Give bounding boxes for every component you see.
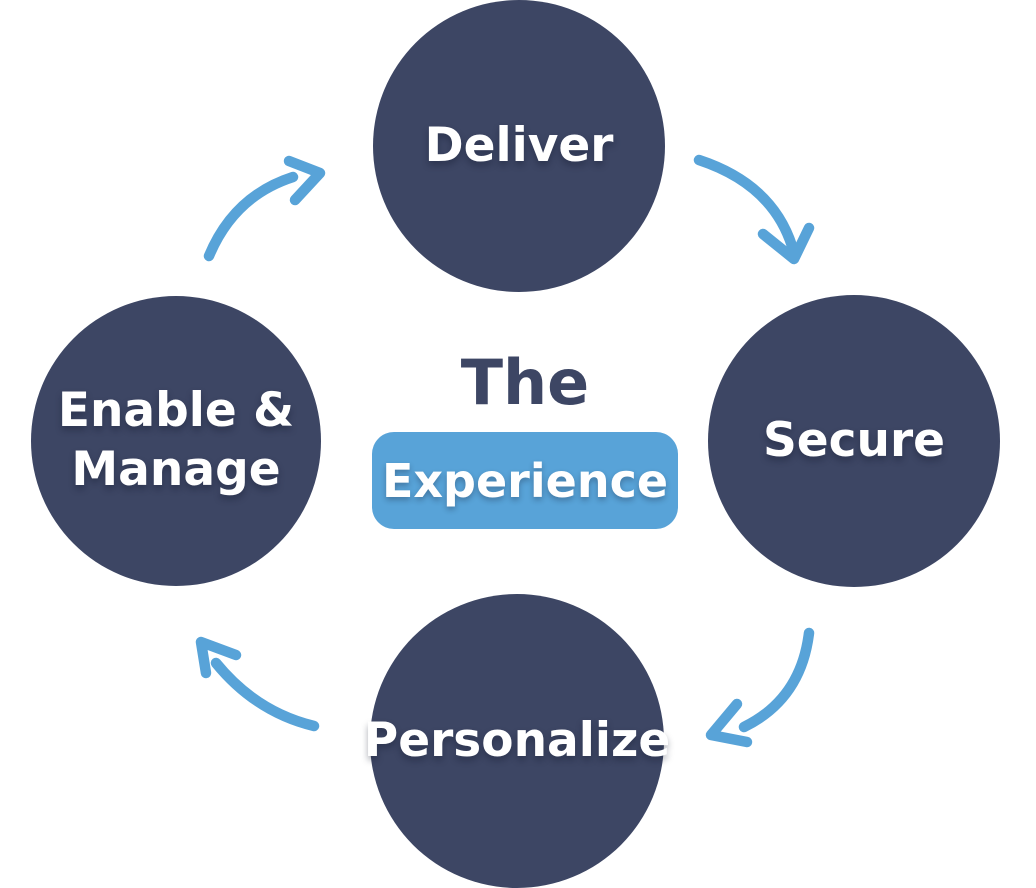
arrow-deliver-to-secure xyxy=(693,154,815,265)
arrow-curve xyxy=(203,171,299,262)
arrow-curve xyxy=(693,154,798,252)
node-secure: Secure xyxy=(708,295,1000,587)
node-personalize: Personalize xyxy=(364,594,670,888)
arrow-curve xyxy=(738,627,815,733)
node-deliver: Deliver xyxy=(373,0,665,292)
arrow-head-icon xyxy=(757,222,815,265)
node-secure-label: Secure xyxy=(762,412,946,468)
arrow-curve xyxy=(210,657,320,732)
arrow-personalize-to-enable-manage xyxy=(195,636,320,732)
node-enable-manage: Enable & Manage xyxy=(31,296,321,586)
node-enable-manage-label: Enable & Manage xyxy=(57,383,295,497)
arrow-head-icon xyxy=(705,698,753,748)
experience-badge: Experience xyxy=(372,432,678,529)
node-deliver-label: Deliver xyxy=(424,117,614,173)
center-title: The xyxy=(460,346,590,419)
arrow-secure-to-personalize xyxy=(705,627,815,748)
node-personalize-label: Personalize xyxy=(363,712,671,768)
arrow-enable-manage-to-deliver xyxy=(203,155,326,262)
arrow-head-icon xyxy=(283,155,326,206)
experience-badge-label: Experience xyxy=(381,453,669,508)
center-group: The Experience xyxy=(372,350,678,529)
arrow-head-icon xyxy=(195,636,242,679)
